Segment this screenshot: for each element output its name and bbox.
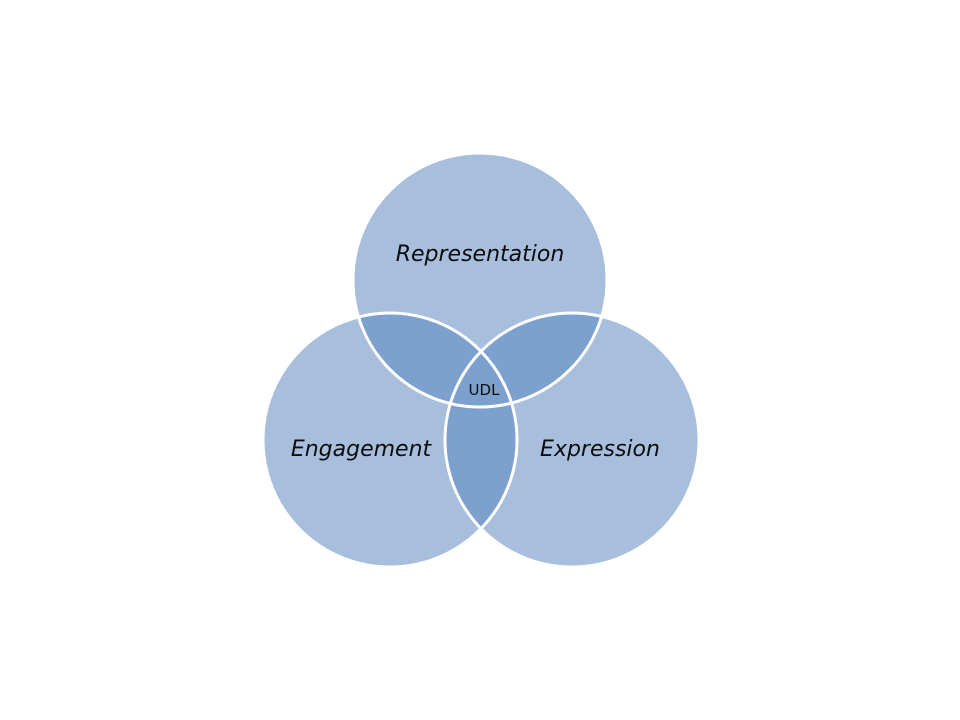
label-engagement: Engagement [291,437,433,462]
outline-expression [443,311,701,569]
outline-representation [351,151,609,409]
overlap-representation-engagement [353,313,517,407]
venn-outlines [261,151,701,569]
overlap-representation-expression [445,313,607,407]
label-expression: Expression [540,437,660,462]
label-representation: Representation [396,242,565,267]
outline-engagement [261,311,519,569]
label-center-udl: UDL [469,381,501,399]
